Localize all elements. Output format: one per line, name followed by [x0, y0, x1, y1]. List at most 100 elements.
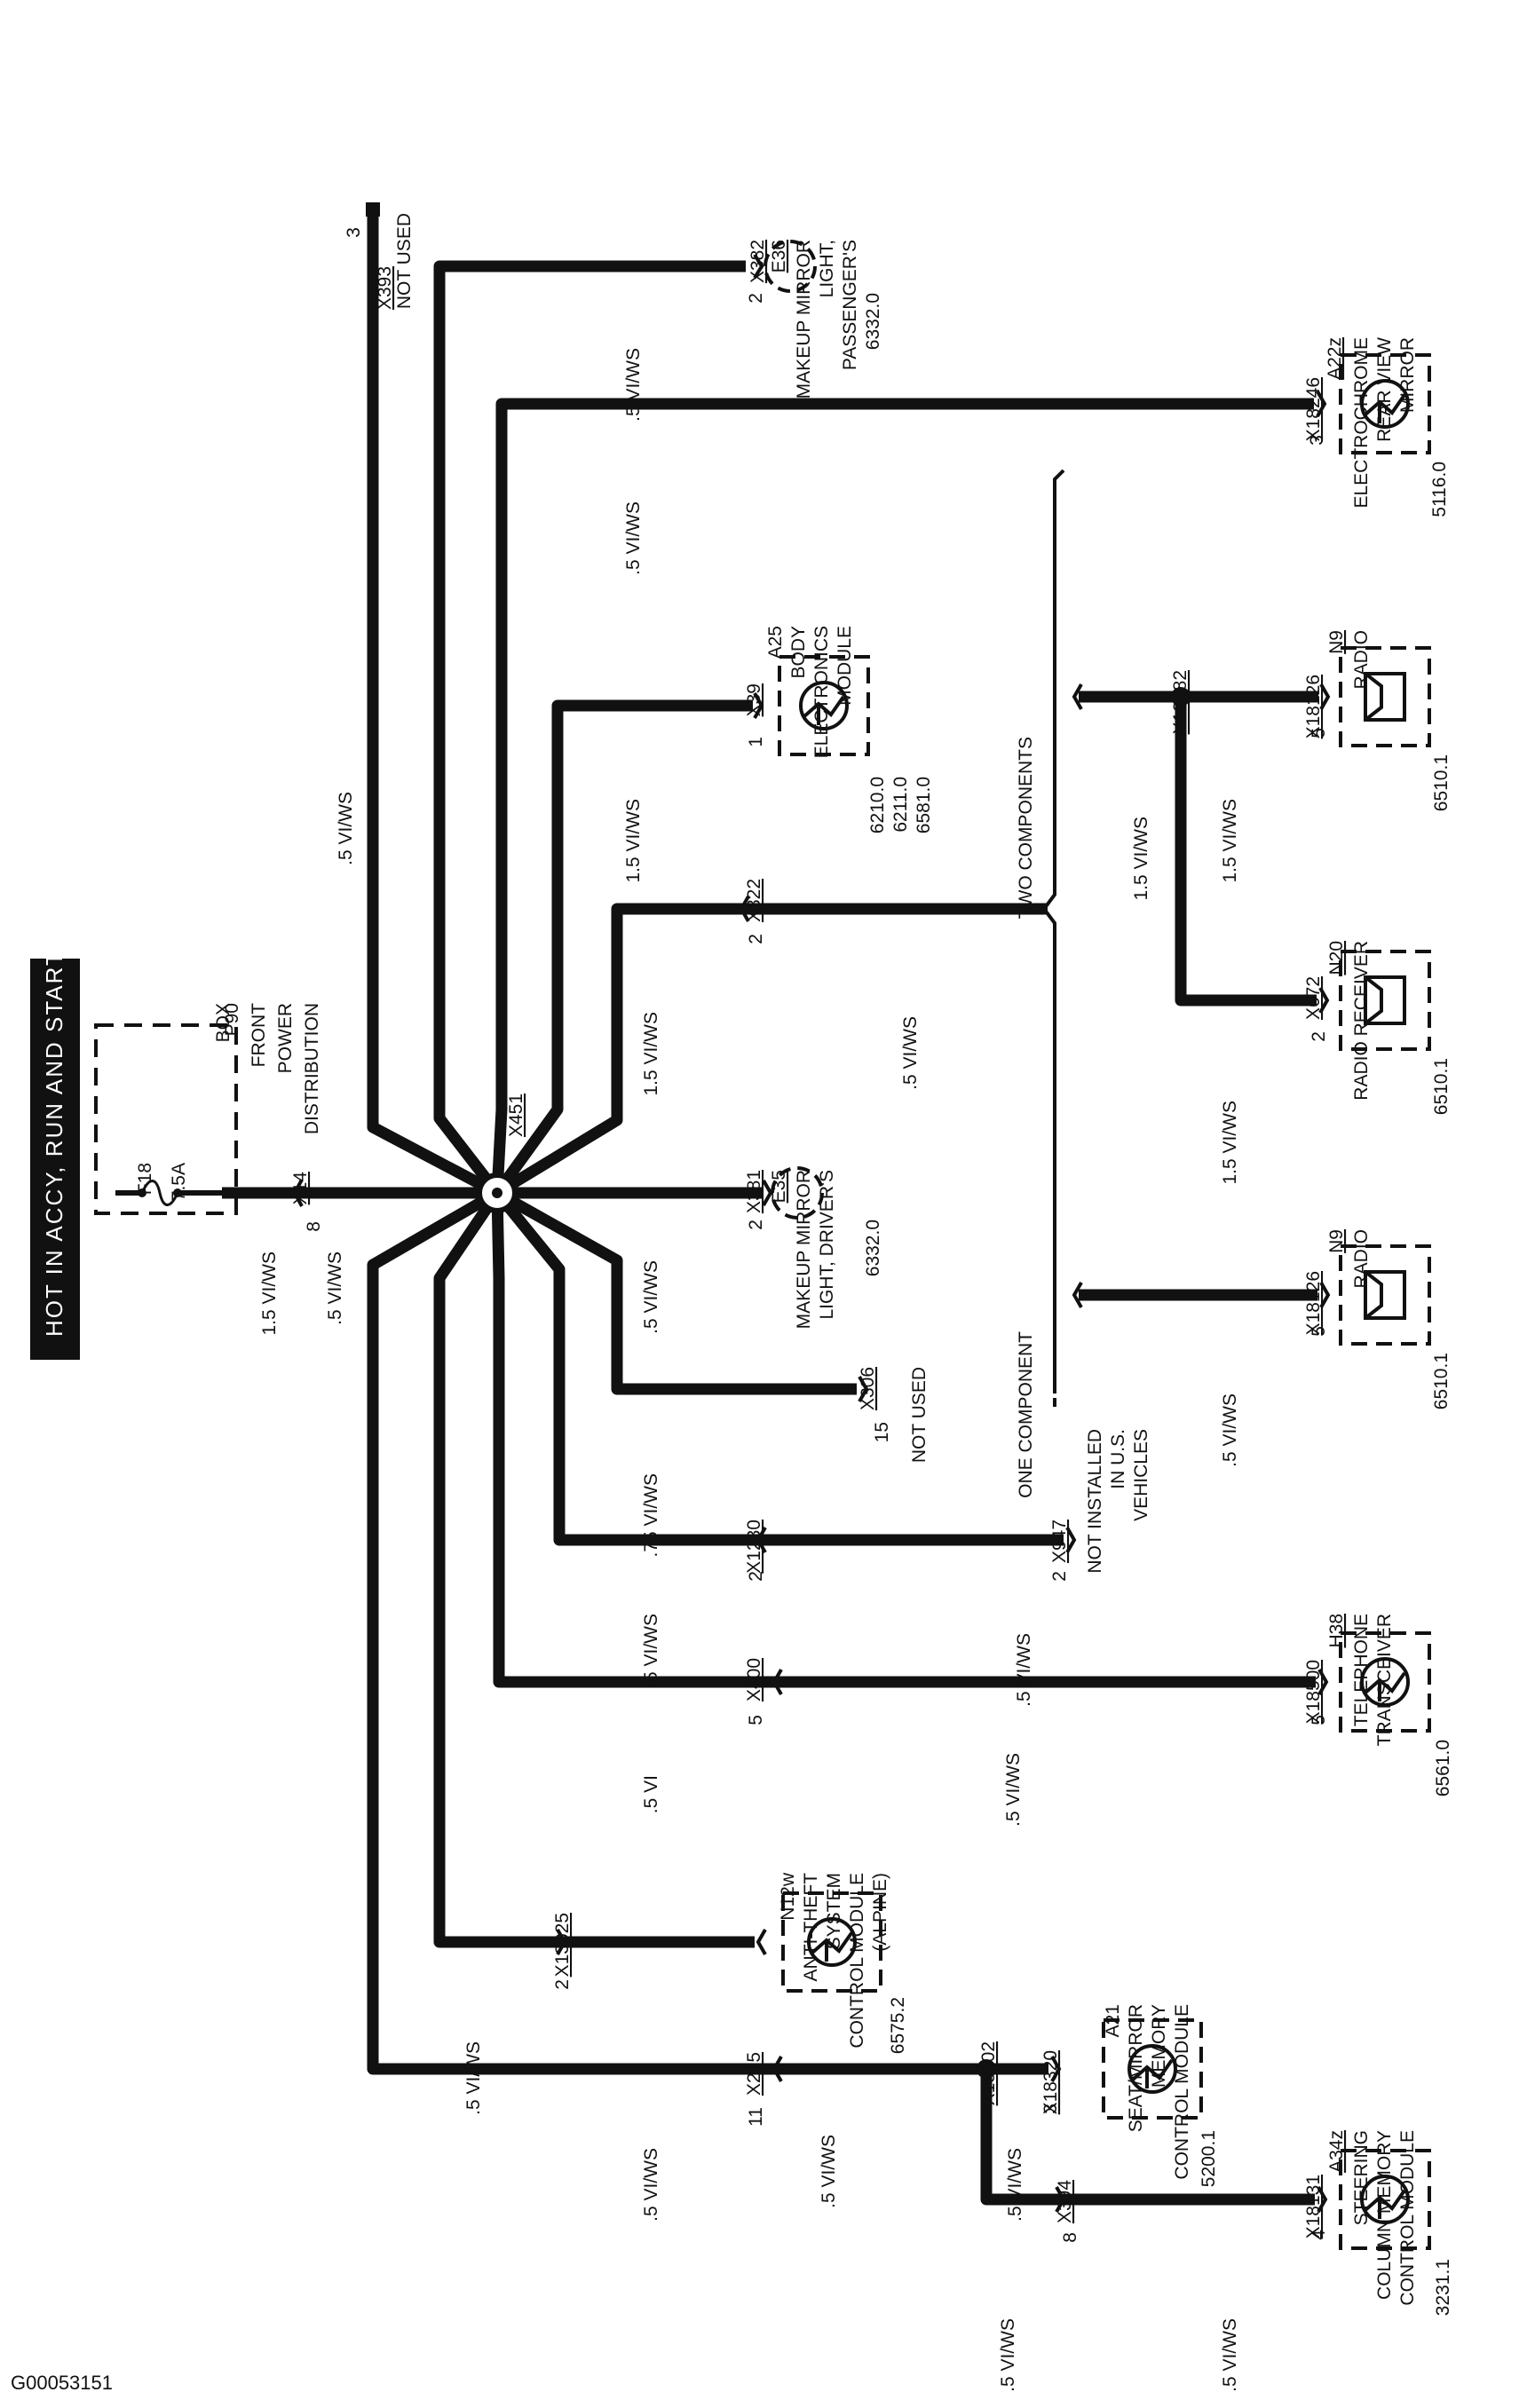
component-e36-line-3: PASSENGER'S	[840, 240, 860, 370]
component-a21-page: 5200.1	[1199, 2130, 1219, 2187]
wire-x400-label: .5 VI	[641, 1775, 661, 1813]
wire-x18320-label: .5 VI/WS	[1005, 2148, 1025, 2222]
connector-x393: X393	[375, 266, 395, 310]
wire-x394	[980, 2069, 1315, 2206]
component-n9-b	[1339, 1244, 1431, 1346]
connector-x18320-mark	[1050, 2056, 1062, 2082]
wire-two-label-b: 1.5 VI/WS	[1220, 799, 1240, 883]
connector-x13025-pin: 2	[552, 1979, 573, 1990]
component-a25-line-2: ELECTRONICS	[811, 626, 832, 758]
wire-one-label: .5 VI/WS	[1220, 1393, 1240, 1467]
connector-x1230: X1230	[744, 1520, 764, 1574]
component-n9-b-line-1: RADIO	[1351, 1229, 1372, 1289]
splice-x18102	[977, 2059, 996, 2079]
connector-x14-mark	[292, 1179, 304, 1207]
wire-x275-label-b: .5 VI/WS	[819, 2135, 839, 2208]
wire-x18500	[491, 1192, 1316, 1688]
wire-two-c	[1175, 697, 1317, 1007]
connector-x18131-mark	[1317, 2186, 1328, 2213]
component-h38-page: 6561.0	[1433, 1740, 1453, 1796]
fuse-box-ref: P90	[222, 1003, 242, 1036]
wire-x39	[492, 699, 753, 1196]
connector-x382: X382	[748, 240, 768, 283]
component-n9-b-page: 6510.1	[1431, 1353, 1452, 1409]
connector-x400-mark	[771, 1669, 783, 1695]
connector-x322: X322	[744, 879, 764, 922]
component-a22z-line-3: MIRROR	[1397, 337, 1418, 413]
connector-x18126-b: X18126	[1303, 1271, 1324, 1335]
component-a34z-line-2: COLUMN MEMORY	[1374, 2130, 1395, 2300]
splice-x451-dot	[492, 1188, 502, 1198]
connector-x18246: X18246	[1303, 377, 1324, 441]
wire-x306-label: .75 VI/WS	[641, 1473, 661, 1558]
wire-x322-label-b: .5 VI/WS	[900, 1016, 921, 1090]
component-n12w-page: 6575.2	[888, 1997, 908, 2054]
connector-x18126-a-pin: 5	[1309, 728, 1329, 738]
component-e35-line-2: LIGHT, DRIVER'S	[817, 1170, 837, 1320]
connector-x322-pin: 2	[746, 934, 766, 944]
component-h38-line-2: TRANSCEIVER	[1374, 1614, 1395, 1746]
wire-x322-label-a: 1.5 VI/WS	[641, 1012, 661, 1096]
wire-x275-label-a: .5 VI/WS	[641, 2148, 661, 2222]
component-h38-ref: H38	[1326, 1614, 1347, 1648]
connector-x400: X400	[744, 1658, 764, 1701]
component-a22z	[1339, 353, 1431, 454]
component-a25-line-3: MODULE	[835, 626, 855, 706]
wire-x394-label: .5 VI/WS	[998, 2318, 1018, 2392]
connector-x393-note: NOT USED	[394, 213, 415, 309]
component-n9-a-line-1: RADIO	[1351, 630, 1372, 690]
wire-x382-label: .5 VI/WS	[623, 348, 644, 422]
component-n12w-ref: N12w	[778, 1872, 798, 1921]
component-n12w-line-4: (ALPINE)	[870, 1873, 890, 1952]
connector-x672-pin: 2	[1309, 1031, 1329, 1042]
component-e35-line-1: MAKEUP MIRROR	[794, 1170, 814, 1329]
component-a25-page-2: 6211.0	[890, 777, 911, 833]
wire-x381-label: .5 VI/WS	[641, 1260, 661, 1334]
connector-x306: X306	[858, 1367, 878, 1410]
component-e36-line-1: MAKEUP MIRROR	[794, 240, 814, 399]
wire-x18246	[491, 398, 1314, 1194]
connector-x18126-a-mark	[1319, 683, 1331, 710]
wire-x393-end	[366, 202, 380, 217]
component-a25-page-1: 6210.0	[867, 777, 888, 833]
component-a22z-line-2: REAR VIEW	[1374, 337, 1395, 442]
connector-x18246-mark	[1316, 391, 1327, 417]
splice-x18182	[1171, 687, 1191, 707]
connector-x672: X672	[1303, 976, 1324, 1020]
component-n20-ref: N20	[1326, 941, 1347, 975]
connector-x13025-b-mark	[756, 1929, 767, 1955]
connector-x18126-b-mark	[1319, 1282, 1331, 1308]
component-h38-line-1: TELEPHONE	[1351, 1614, 1372, 1726]
connector-x18182: X18182	[1170, 670, 1191, 734]
connector-x39-mark	[753, 692, 764, 719]
connector-x14-pin: 8	[304, 1221, 324, 1232]
connector-x275-pin: 11	[746, 2107, 766, 2127]
wire-x13025	[433, 1189, 755, 1948]
wire-feed-label-a: 1.5 VI/WS	[259, 1251, 280, 1336]
group-two-components: TWO COMPONENTS	[1016, 737, 1036, 919]
connector-x1230-mark	[756, 1527, 767, 1553]
connector-x947: X947	[1049, 1520, 1070, 1563]
component-a22z-ref: A22z	[1325, 337, 1345, 380]
connector-x18131: X18131	[1303, 2175, 1324, 2238]
connector-x18320-pin: 3	[1040, 2104, 1061, 2114]
connector-x394-mark	[1055, 2186, 1066, 2213]
connector-x18500-pin: 5	[1309, 1715, 1329, 1725]
component-e35	[771, 1166, 824, 1220]
connector-x18102: X18102	[978, 2041, 999, 2105]
wire-x18500-label: .5 VI/WS	[1003, 1753, 1024, 1827]
connector-x947-mark	[1065, 1527, 1077, 1553]
connector-x18320: X18320	[1040, 2050, 1061, 2114]
component-n9-a	[1339, 646, 1431, 747]
wire-x39-label: 1.5 VI/WS	[623, 799, 644, 883]
component-e36	[763, 240, 817, 293]
fuse-box-line-1: FRONT	[249, 1003, 269, 1067]
fuse-f18-ref: F18	[135, 1163, 155, 1195]
component-a34z-line-3: CONTROL MODULE	[1397, 2130, 1418, 2306]
fuse-box-line-4: BOX	[213, 1003, 233, 1042]
component-a25	[778, 655, 870, 756]
component-a25-page-3: 6581.0	[914, 777, 934, 833]
wire-two-label-a: 1.5 VI/WS	[1131, 817, 1151, 901]
wire-x947-label: .5 VI/WS	[1014, 1633, 1034, 1707]
